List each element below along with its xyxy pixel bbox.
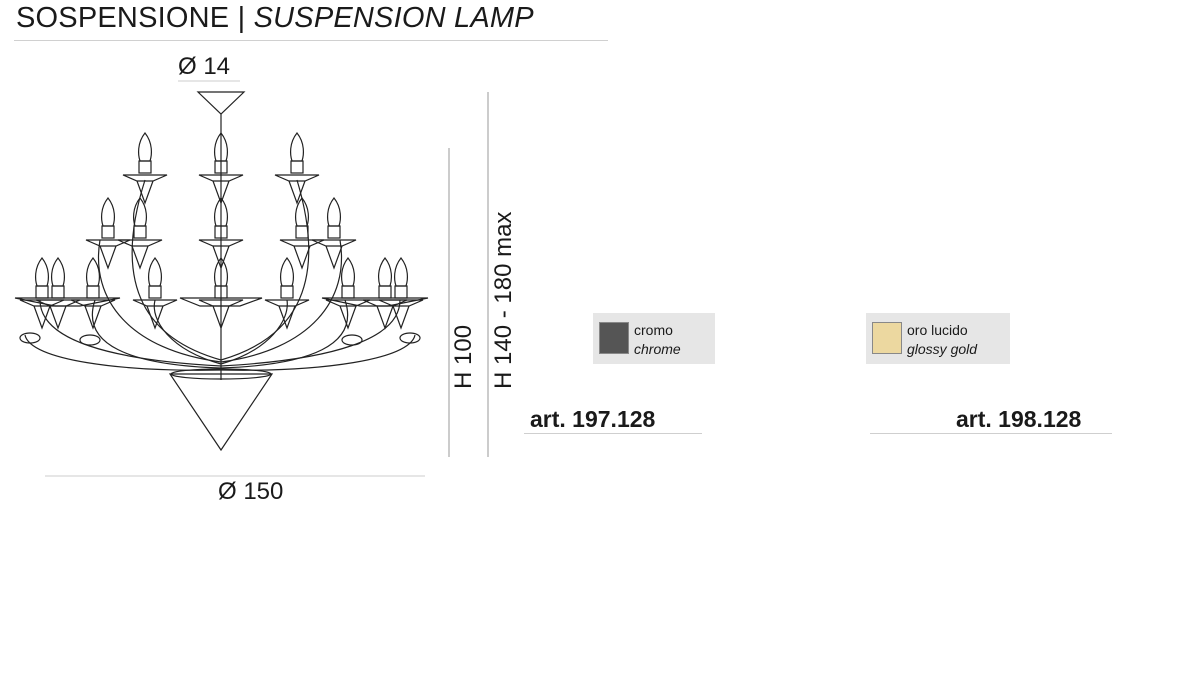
arm-scroll	[399, 332, 421, 344]
article-divider	[870, 433, 1112, 434]
chandelier-arm	[91, 299, 222, 369]
candle-drip	[99, 245, 117, 270]
chandelier-arm	[220, 239, 342, 363]
candle-bulb	[393, 257, 409, 287]
candle-sleeve	[295, 225, 309, 239]
candle-sleeve	[214, 160, 228, 174]
candle-bulb	[50, 257, 66, 287]
finish-name-it: cromo	[634, 322, 673, 338]
candle-sleeve	[133, 225, 147, 239]
candle-bulb	[289, 132, 305, 162]
arm-scroll	[19, 332, 41, 344]
canopy	[196, 91, 246, 115]
candle-cup	[85, 239, 131, 247]
candle-sleeve	[138, 160, 152, 174]
gold-swatch	[872, 322, 902, 354]
candle-drip	[278, 305, 296, 330]
chandelier-arm	[220, 179, 310, 361]
candle-sleeve	[51, 285, 65, 299]
chandelier-arm	[220, 299, 349, 369]
candle-drip	[212, 245, 230, 270]
article-number-gold: art. 198.128	[956, 406, 1082, 432]
candle-bulb	[137, 132, 153, 162]
chandelier-arm	[220, 299, 401, 367]
candle-bulb	[34, 257, 50, 287]
article-divider	[524, 433, 702, 434]
candle-drip	[49, 305, 67, 330]
candle-drip	[212, 305, 230, 330]
overall-diameter-label: Ø 150	[218, 478, 284, 505]
candle-drip	[288, 180, 306, 205]
arm-scroll	[341, 334, 363, 346]
candle-sleeve	[214, 225, 228, 239]
chandelier-arm	[98, 239, 222, 363]
candle-sleeve	[35, 285, 49, 299]
bobeche-plate	[14, 297, 121, 307]
candle-drip	[325, 245, 343, 270]
arm-scroll	[79, 334, 101, 346]
candle-sleeve	[327, 225, 341, 239]
page-title: SOSPENSIONE | SUSPENSION LAMP	[16, 0, 534, 36]
candle-drip	[131, 245, 149, 270]
candle-sleeve	[148, 285, 162, 299]
cone-rim	[170, 368, 272, 380]
chandelier-arm	[220, 299, 288, 365]
candle-bulb	[147, 257, 163, 287]
candle-sleeve	[101, 225, 115, 239]
candle-sleeve	[290, 160, 304, 174]
candle-bulb	[340, 257, 356, 287]
candle-bulb	[326, 197, 342, 227]
candle-drip	[33, 305, 51, 330]
title-italian: SOSPENSIONE	[16, 2, 230, 34]
title-divider	[14, 40, 608, 41]
article-number-chrome: art. 197.128	[530, 406, 656, 432]
candle-bulb	[85, 257, 101, 287]
height-label: H 100	[450, 324, 477, 389]
candle-sleeve	[214, 285, 228, 299]
candle-drip	[84, 305, 102, 330]
candle-cup	[311, 239, 357, 247]
candle-sleeve	[341, 285, 355, 299]
finish-name-en: chrome	[634, 341, 681, 357]
candle-drip	[293, 245, 311, 270]
candle-bulb	[377, 257, 393, 287]
candle-drip	[146, 305, 164, 330]
candle-drip	[376, 305, 394, 330]
candle-drip	[136, 180, 154, 205]
candle-bulb	[279, 257, 295, 287]
chandelier-arm	[39, 299, 222, 367]
finish-card-chrome: cromo chrome	[593, 313, 715, 364]
height-range-label: H 140 - 180 max	[490, 211, 517, 389]
candle-drip	[392, 305, 410, 330]
candle-cup	[117, 239, 163, 247]
candle-drip	[339, 305, 357, 330]
canopy-diameter-label: Ø 14	[178, 53, 231, 80]
title-english: SUSPENSION LAMP	[253, 2, 534, 34]
candle-sleeve	[280, 285, 294, 299]
title-separator: |	[237, 2, 246, 34]
candle-bulb	[100, 197, 116, 227]
bottom-cone	[168, 373, 274, 452]
candle-sleeve	[86, 285, 100, 299]
finish-card-gold: oro lucido glossy gold	[866, 313, 1010, 364]
candle-drip	[212, 180, 230, 205]
candle-sleeve	[378, 285, 392, 299]
bobeche-plate	[179, 297, 263, 307]
chrome-swatch	[599, 322, 629, 354]
chandelier-arm	[153, 299, 222, 365]
finish-name-en: glossy gold	[907, 341, 978, 357]
candle-cup	[279, 239, 325, 247]
finish-name-it: oro lucido	[907, 322, 968, 338]
candle-sleeve	[394, 285, 408, 299]
